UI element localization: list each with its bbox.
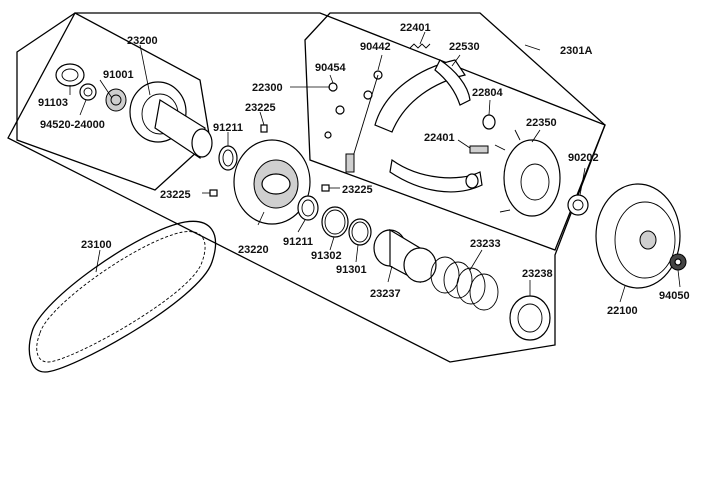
nut-94050 (669, 253, 687, 271)
clutch-plate-22350 (494, 129, 561, 217)
label-23225-left: 23225 (160, 189, 191, 201)
washer-94520-24000 (79, 83, 97, 101)
clip-90442 (351, 70, 383, 161)
label-90442: 90442 (360, 41, 391, 53)
clutch-group-2301A-outline (304, 12, 606, 251)
spring-22401-lower (469, 145, 489, 154)
label-23238: 23238 (522, 268, 553, 280)
main-assembly-outline (7, 12, 606, 363)
label-91001: 91001 (103, 69, 134, 81)
label-22401-lower: 22401 (424, 132, 455, 144)
label-94520-24000: 94520-24000 (40, 119, 105, 131)
spring-seat-23238 (509, 295, 551, 341)
nut-90202 (567, 194, 589, 216)
small-ring (465, 173, 479, 189)
label-90202: 90202 (568, 152, 599, 164)
pin-23225-top (260, 124, 268, 133)
drive-belt (28, 220, 217, 373)
label-91103: 91103 (38, 97, 68, 109)
oil-seal-91211-b (297, 195, 319, 221)
label-22100: 22100 (607, 305, 638, 317)
spring-22401-top (409, 43, 431, 49)
bearing-91001 (105, 88, 127, 112)
label-23225-right: 23225 (342, 184, 373, 196)
oil-seal-91211 (218, 145, 238, 171)
clutch-outer-22100 (595, 183, 681, 289)
label-22401-top: 22401 (400, 22, 431, 34)
bushing-22804 (482, 114, 496, 130)
movable-face-23220 (233, 139, 311, 225)
label-91211-top: 91211 (213, 122, 243, 134)
label-91211-lower: 91211 (283, 236, 313, 248)
label-2301A: 2301A (560, 45, 592, 57)
label-23220: 23220 (238, 244, 269, 256)
label-22300: 22300 (252, 82, 283, 94)
collar-23237 (373, 228, 437, 283)
label-90454: 90454 (315, 62, 346, 74)
pin-23225-left (209, 189, 218, 197)
label-22530: 22530 (449, 41, 480, 53)
label-23237: 23237 (370, 288, 401, 300)
o-ring-91301 (348, 218, 372, 246)
label-91302: 91302 (311, 250, 342, 262)
clutch-shoe-22530 (374, 59, 483, 193)
label-22804: 22804 (472, 87, 503, 99)
pin-23225-right (321, 184, 330, 192)
label-23100: 23100 (81, 239, 112, 251)
label-23233: 23233 (470, 238, 501, 250)
washer-90454 (324, 82, 345, 139)
spring-23233 (430, 256, 499, 311)
label-23225-top: 23225 (245, 102, 276, 114)
leader-lines (69, 31, 681, 303)
label-94050: 94050 (659, 290, 690, 302)
o-ring-91302 (321, 206, 349, 238)
part-labels: 23200 91001 91103 94520-24000 22300 2322… (38, 22, 690, 317)
spring-22401-left (345, 153, 355, 173)
fixed-pulley-23200 (129, 81, 213, 160)
bearing-91103 (55, 63, 85, 87)
label-22350: 22350 (526, 117, 557, 129)
label-91301: 91301 (336, 264, 367, 276)
label-23200: 23200 (127, 35, 158, 47)
